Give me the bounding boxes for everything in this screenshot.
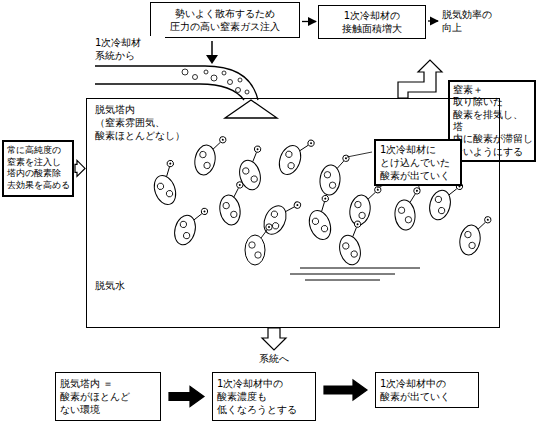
droplet — [245, 224, 272, 265]
node-text: 1次冷却材中の 酸素濃度も 低くなろうとする — [217, 377, 311, 416]
injection-arrow — [211, 41, 213, 56]
deaerator-tower: 脱気塔内 （窒素雰囲気、 酸素ほとんどなし） 脱気水 1次冷却材に とけ込んでいた … — [86, 98, 500, 328]
droplet — [193, 132, 227, 177]
node-text: 1次冷却材中の 酸素が出ていく — [380, 377, 474, 403]
node-text: 窒素＋取り除いた 酸素を排気し、塔 内に酸素が滞留し ないようにする — [453, 84, 531, 158]
droplet — [171, 202, 208, 249]
summary-box: 脱気塔内 ＝酸素がほとんど ない環境 — [55, 372, 161, 421]
callout-box: 1次冷却材に とけ込んでいた 酸素が出ていく — [374, 139, 462, 186]
note-box: 1次冷却材の 接触面積増大 — [318, 5, 426, 39]
block-arrow — [324, 380, 367, 400]
flow-arrow — [428, 20, 438, 21]
pipe-wall — [95, 66, 258, 100]
droplet — [234, 145, 271, 192]
droplet — [348, 182, 382, 227]
summary-box: 1次冷却材中の 酸素濃度も 低くなろうとする — [212, 372, 316, 421]
droplet — [216, 181, 250, 226]
node-text: 脱気効率の 向上 — [442, 8, 502, 34]
droplet — [458, 212, 492, 257]
flow-label: 1次冷却材 系統から — [95, 36, 165, 62]
injection-arrowhead — [206, 55, 218, 64]
summary-box: 1次冷却材中の 酸素が出ていく — [375, 372, 479, 408]
spray-nozzle — [225, 100, 277, 118]
node-text: 勢いよく散布するため 圧力の高い窒素ガス注入 — [155, 7, 295, 33]
gas-bubbles — [182, 69, 249, 94]
outlet-arrow — [262, 328, 286, 350]
droplet — [334, 220, 371, 267]
nitrogen-note-box: 常に高純度の 窒素を注入し 塔内の酸素除 去効果を高める — [2, 140, 74, 197]
droplet — [302, 194, 342, 242]
droplet — [393, 187, 424, 230]
droplet — [260, 192, 302, 241]
block-arrow — [169, 387, 204, 407]
block-arrow — [75, 160, 85, 176]
droplet — [319, 153, 350, 196]
node-text: 脱気塔内 ＝酸素がほとんど ない環境 — [60, 377, 156, 416]
node-text: 1次冷却材の 接触面積増大 — [323, 9, 421, 35]
node-text: 脱気水 — [95, 279, 155, 292]
water-surface — [290, 268, 420, 280]
droplet — [275, 132, 315, 180]
node-text: 1次冷却材に とけ込んでいた 酸素が出ていく — [380, 143, 456, 182]
note-box: 勢いよく散布するため 圧力の高い窒素ガス注入 — [150, 2, 300, 38]
exhaust-arrow — [398, 60, 442, 98]
node-text: 常に高純度の 窒素を注入し 塔内の酸素除 去効果を高める — [7, 145, 69, 192]
droplet — [147, 159, 187, 207]
flow-label: 系統へ — [259, 352, 309, 365]
coolant-droplets — [147, 132, 492, 267]
flow-arrow — [302, 21, 316, 22]
result-text: 脱気効率の 向上 — [440, 5, 504, 37]
node-text: 脱気塔内 （窒素雰囲気、 酸素ほとんどなし） — [95, 103, 195, 142]
